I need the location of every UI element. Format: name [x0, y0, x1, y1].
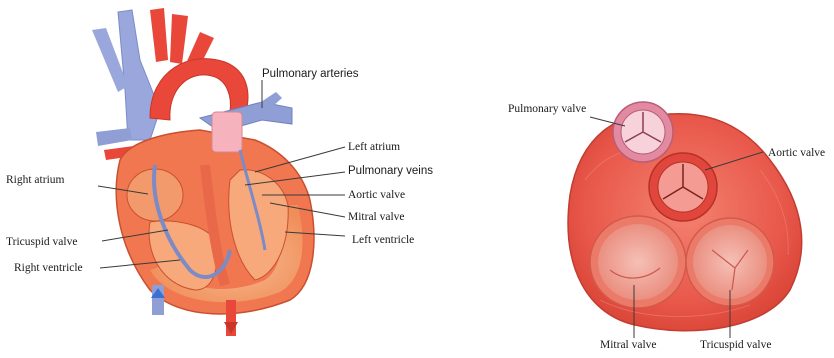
heart-base	[568, 114, 802, 331]
label-mitral-valve-left: Mitral valve	[348, 212, 405, 224]
label-mitral-valve-right: Mitral valve	[600, 340, 657, 352]
aorta-branch-1	[150, 8, 168, 62]
aorta-branch-2	[170, 14, 188, 64]
left-pulmonary-branches	[96, 128, 132, 146]
valves-top-view	[568, 102, 802, 338]
label-pulmonary-veins: Pulmonary veins	[348, 166, 433, 178]
heart-cross-section	[92, 8, 345, 336]
label-left-atrium: Left atrium	[348, 142, 400, 154]
label-pulmonary-valve: Pulmonary valve	[508, 104, 586, 116]
mitral-valve-leaflets	[598, 224, 678, 300]
label-aortic-valve-right: Aortic valve	[768, 148, 825, 160]
label-aortic-valve-left: Aortic valve	[348, 190, 405, 202]
aorta-root	[212, 112, 242, 152]
label-pulmonary-arteries: Pulmonary arteries	[262, 69, 359, 81]
tricuspid-valve-leaflets	[693, 225, 767, 299]
label-tricuspid-valve-right: Tricuspid valve	[700, 340, 771, 352]
label-tricuspid-valve-left: Tricuspid valve	[6, 237, 77, 249]
label-right-ventricle: Right ventricle	[14, 263, 83, 275]
label-right-atrium: Right atrium	[6, 175, 64, 187]
label-left-ventricle: Left ventricle	[352, 235, 414, 247]
